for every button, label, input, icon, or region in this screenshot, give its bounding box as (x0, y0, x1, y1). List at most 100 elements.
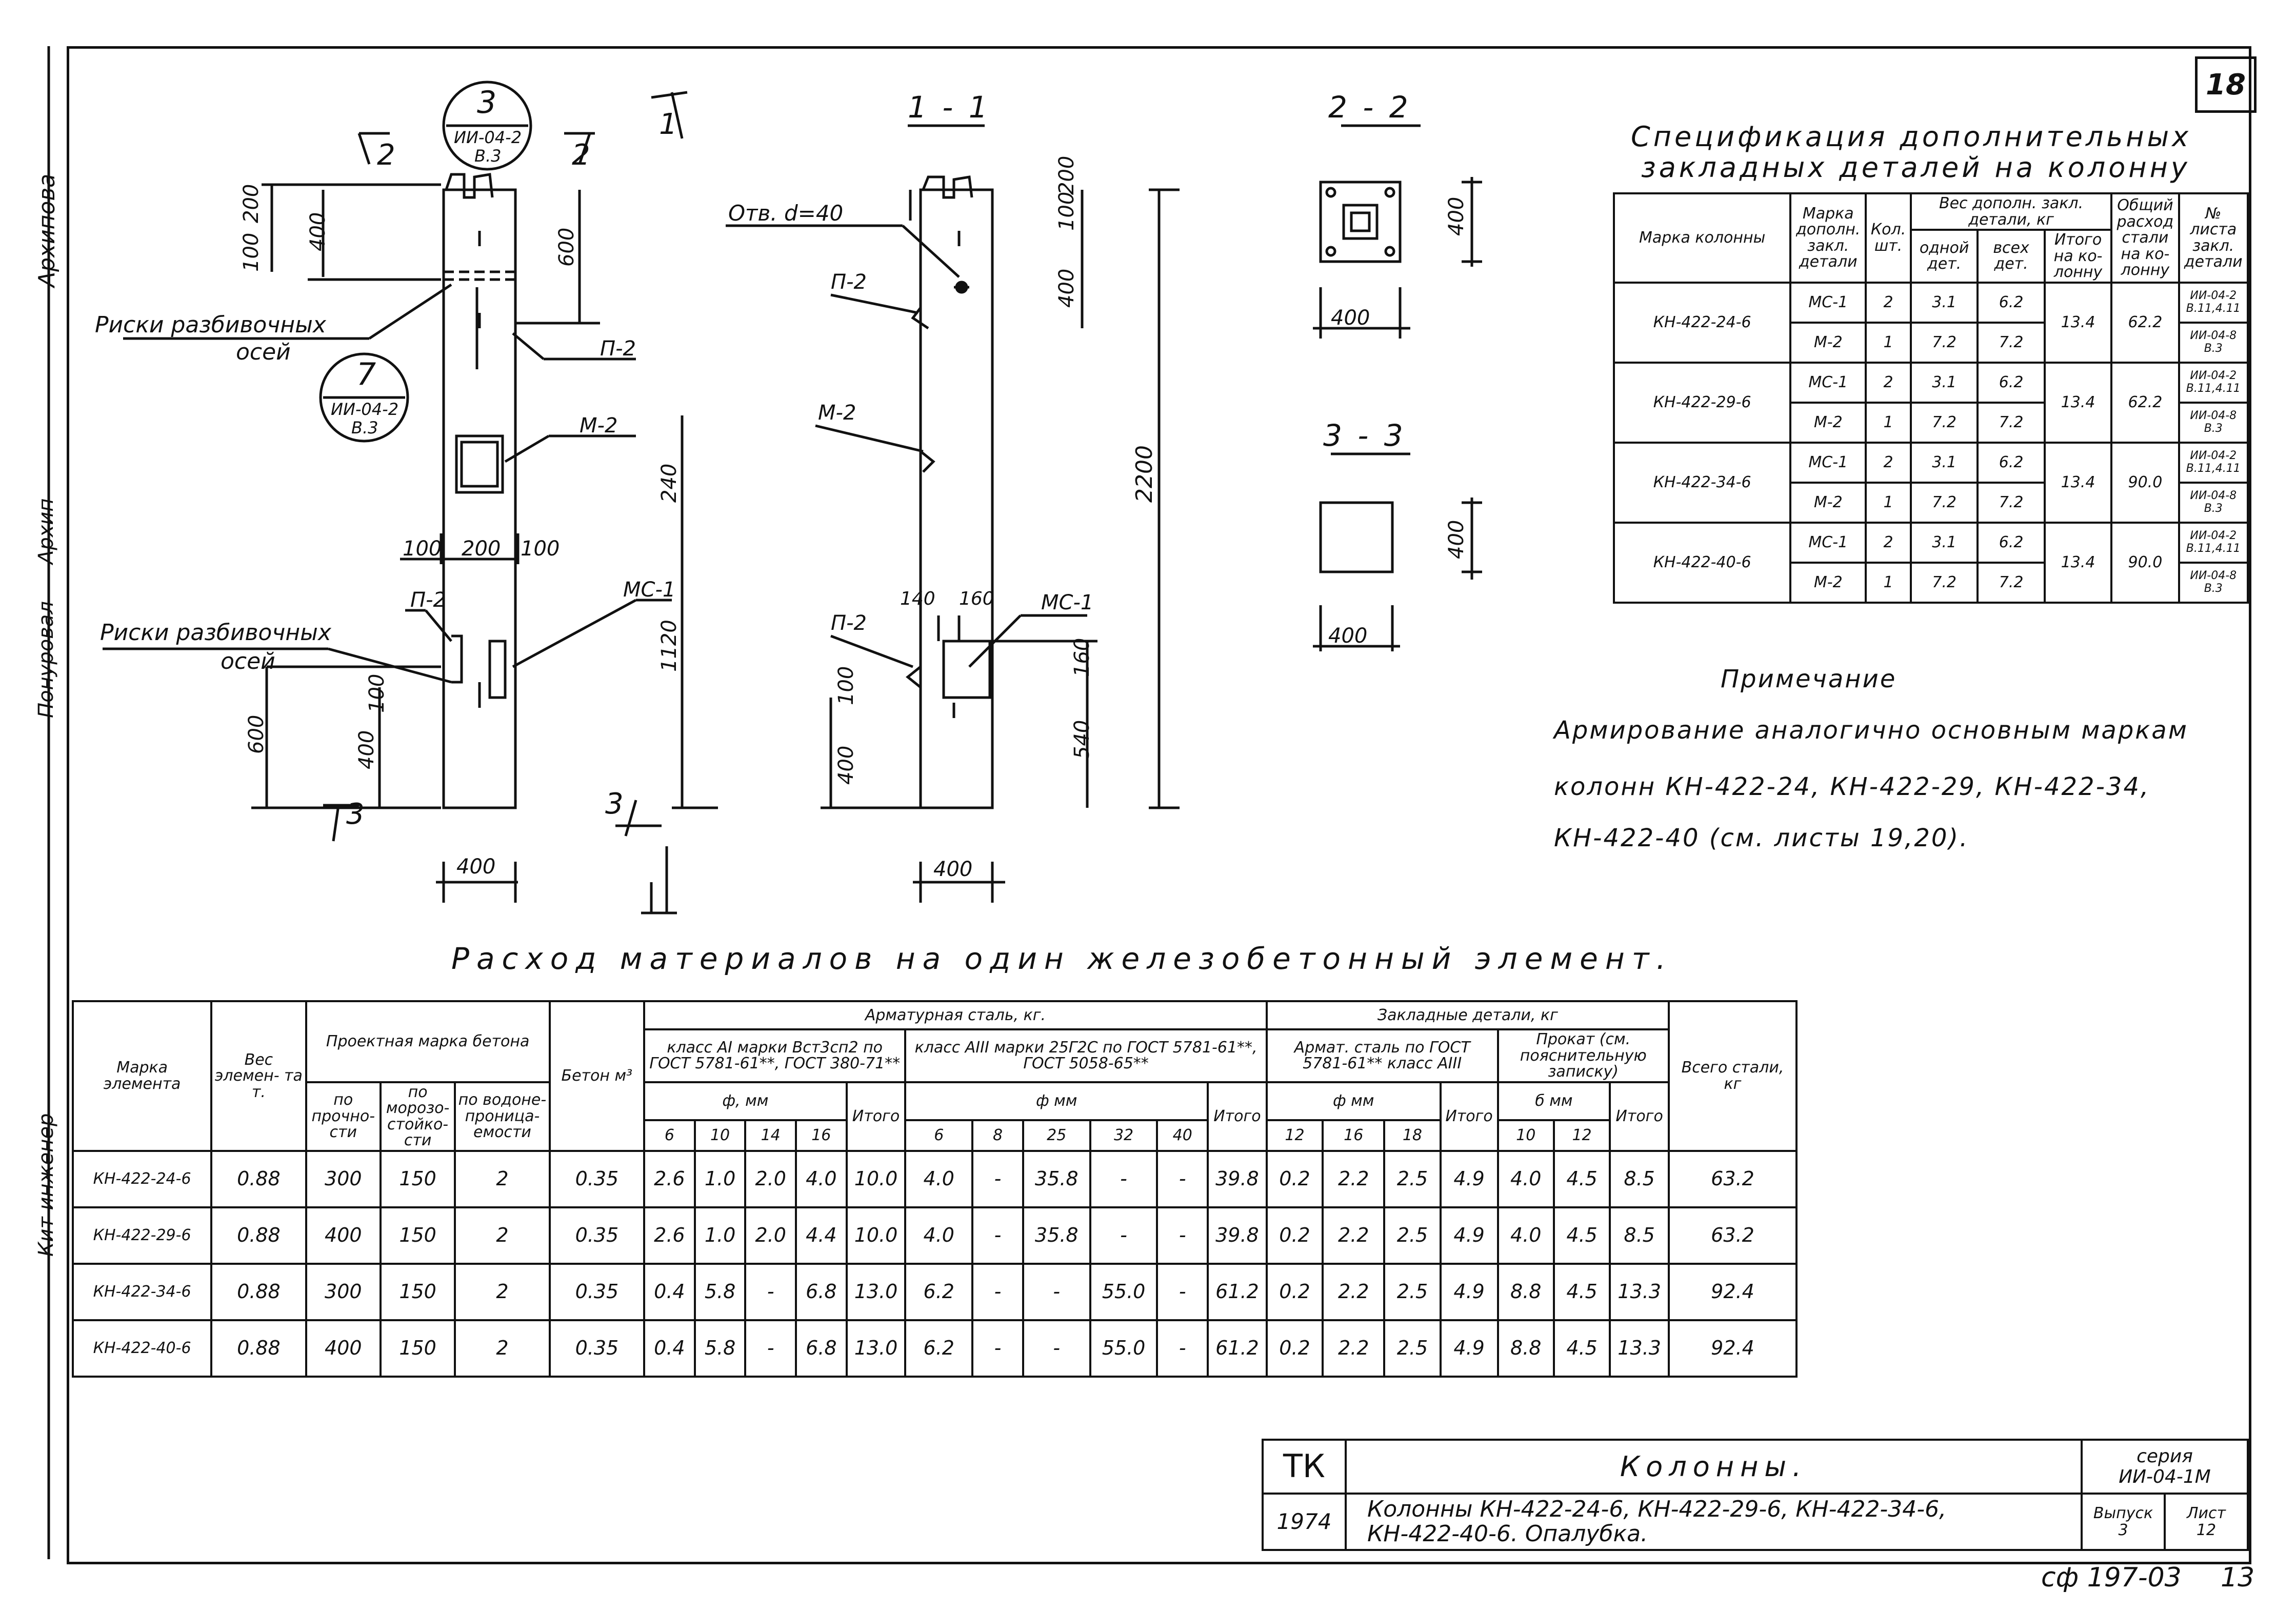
materials-cell: - (744, 1319, 797, 1378)
section-3-3 (1319, 501, 1394, 573)
mat-h-itogo-1: Итого (845, 1081, 907, 1152)
title-block: ТК Колонны. серия ИИ-04-1М 1974 Колонны … (1262, 1439, 2249, 1551)
dim-160-side: 160 (959, 588, 994, 609)
spec-cell: ИИ-04-8 В.3 (2178, 481, 2249, 524)
materials-cell: 0.2 (1265, 1319, 1324, 1378)
spec-cell: 1 (1865, 561, 1912, 604)
spec-cell: 90.0 (2110, 521, 2180, 604)
spec-cell: МС-1 (1789, 521, 1867, 564)
materials-cell: 0.88 (210, 1319, 307, 1378)
materials-cell: 300 (305, 1262, 382, 1321)
materials-cell: 8.8 (1496, 1319, 1555, 1378)
materials-cell: 61.2 (1207, 1319, 1268, 1378)
mat-h-itogo-2: Итого (1207, 1081, 1268, 1152)
materials-cell: 8.5 (1609, 1206, 1670, 1265)
materials-cell: 2 (454, 1206, 551, 1265)
mat-h-dia: 16 (1322, 1119, 1386, 1152)
materials-cell: 150 (379, 1262, 456, 1321)
part-p2-side-bottom: П-2 (831, 611, 867, 635)
column-side (919, 188, 994, 809)
column-facade (442, 188, 517, 809)
materials-table: Марка элемента Вес элемен- та т. Проектн… (71, 1000, 1798, 1378)
spec-cell: 7.2 (1976, 481, 2046, 524)
label-risks-bottom: Риски разбивочных (100, 620, 331, 646)
materials-cell: 6.2 (904, 1262, 974, 1321)
materials-cell: КН-422-24-6 (71, 1149, 213, 1208)
dim-400-side-w: 400 (933, 858, 973, 881)
spec-cell: КН-422-40-6 (1612, 521, 1792, 604)
spec-h-mark: Марка колонны (1612, 192, 1792, 284)
spec-h-sheet: № листа закл. детали (2178, 192, 2249, 284)
spec-cell: 7.2 (1909, 481, 1979, 524)
spec-cell: 13.4 (2043, 281, 2113, 364)
dim-400-side: 400 (1055, 268, 1079, 308)
materials-cell: 0.88 (210, 1149, 307, 1208)
mat-h-mark: Марка элемента (71, 1000, 213, 1152)
dim-240: 240 (657, 463, 681, 503)
mat-h-dia: 32 (1089, 1119, 1159, 1152)
materials-cell: КН-422-34-6 (71, 1262, 213, 1321)
materials-cell: 2.0 (744, 1206, 797, 1265)
table-row: М-2 1 7.2 7.2 ИИ-04-8 В.3 (1614, 481, 2249, 524)
spec-cell: 1 (1865, 401, 1912, 444)
materials-cell: 0.4 (643, 1319, 696, 1378)
dim-600-bottom: 600 (245, 714, 268, 754)
materials-cell: 4.0 (1496, 1149, 1555, 1208)
stamp-org: ТК (1262, 1439, 1347, 1495)
materials-cell: 2.5 (1383, 1149, 1442, 1208)
materials-cell: 1.0 (693, 1149, 747, 1208)
mat-h-dia: 10 (1496, 1119, 1555, 1152)
materials-cell: 13.0 (845, 1319, 907, 1378)
materials-cell: - (1022, 1319, 1091, 1378)
mat-h-dia: 25 (1022, 1119, 1091, 1152)
label-risks-bottom-b: осей (221, 648, 275, 674)
spec-cell: М-2 (1789, 481, 1867, 524)
spec-cell: 6.2 (1976, 441, 2046, 484)
stamp-sheet-value: 12 (2196, 1521, 2217, 1539)
spec-cell: М-2 (1789, 321, 1867, 364)
note-line-3: КН-422-40 (см. листы 19,20). (1554, 824, 1969, 852)
spec-table: Марка колонны Марка дополн. закл. детали… (1612, 192, 2249, 604)
section-2-2 (1319, 181, 1402, 263)
materials-cell: 4.5 (1552, 1149, 1611, 1208)
mat-h-dia: 18 (1383, 1119, 1442, 1152)
footer-page: 13 (2221, 1562, 2255, 1593)
spec-cell: 90.0 (2110, 441, 2180, 524)
note-line-2: колонн КН-422-24, КН-422-29, КН-422-34, (1554, 772, 2150, 801)
label-risks-top: Риски разбивочных (95, 312, 326, 338)
spec-cell: МС-1 (1789, 361, 1867, 404)
spec-cell: МС-1 (1789, 281, 1867, 324)
spec-cell: 62.2 (2110, 361, 2180, 444)
dim-600-top: 600 (555, 227, 578, 267)
dim-200: 200 (239, 184, 263, 223)
mat-h-phi2: ф мм (904, 1081, 1209, 1121)
spec-cell: 1 (1865, 481, 1912, 524)
spec-cell: 7.2 (1976, 561, 2046, 604)
spec-h-common: Общий расход стали на ко- лонну (2110, 192, 2180, 284)
note-line-1: Армирование аналогично основным маркам (1554, 716, 2188, 745)
spec-cell: 7.2 (1976, 321, 2046, 364)
spec-cell: 6.2 (1976, 521, 2046, 564)
materials-cell: 150 (379, 1206, 456, 1265)
materials-cell: 2.2 (1322, 1319, 1386, 1378)
materials-cell: 4.9 (1439, 1206, 1499, 1265)
materials-cell: 0.35 (548, 1262, 646, 1321)
dim-100-side: 100 (1055, 191, 1079, 231)
stamp-sheet: Лист 12 (2164, 1493, 2249, 1551)
table-row: М-2 1 7.2 7.2 ИИ-04-8 В.3 (1614, 561, 2249, 604)
stamp-issue: Выпуск 3 (2081, 1493, 2166, 1551)
spec-h-one: одной дет. (1909, 229, 1979, 284)
spec-cell: КН-422-34-6 (1612, 441, 1792, 524)
dim-400-s33h: 400 (1445, 520, 1468, 559)
stamp-issue-label: Выпуск (2093, 1504, 2153, 1522)
part-m2-side: М-2 (818, 401, 856, 425)
materials-cell: 10.0 (845, 1206, 907, 1265)
dim-400-s22w: 400 (1331, 306, 1370, 330)
materials-cell: 2.5 (1383, 1206, 1442, 1265)
table-row: КН-422-24-6 МС-1 2 3.1 6.2 13.4 62.2 ИИ-… (1612, 281, 2249, 364)
materials-cell: - (1156, 1149, 1209, 1208)
callout-mid-sub: В.3 (351, 418, 378, 437)
spec-h-total: Итого на ко- лонну (2043, 229, 2113, 284)
spec-cell: 6.2 (1976, 361, 2046, 404)
